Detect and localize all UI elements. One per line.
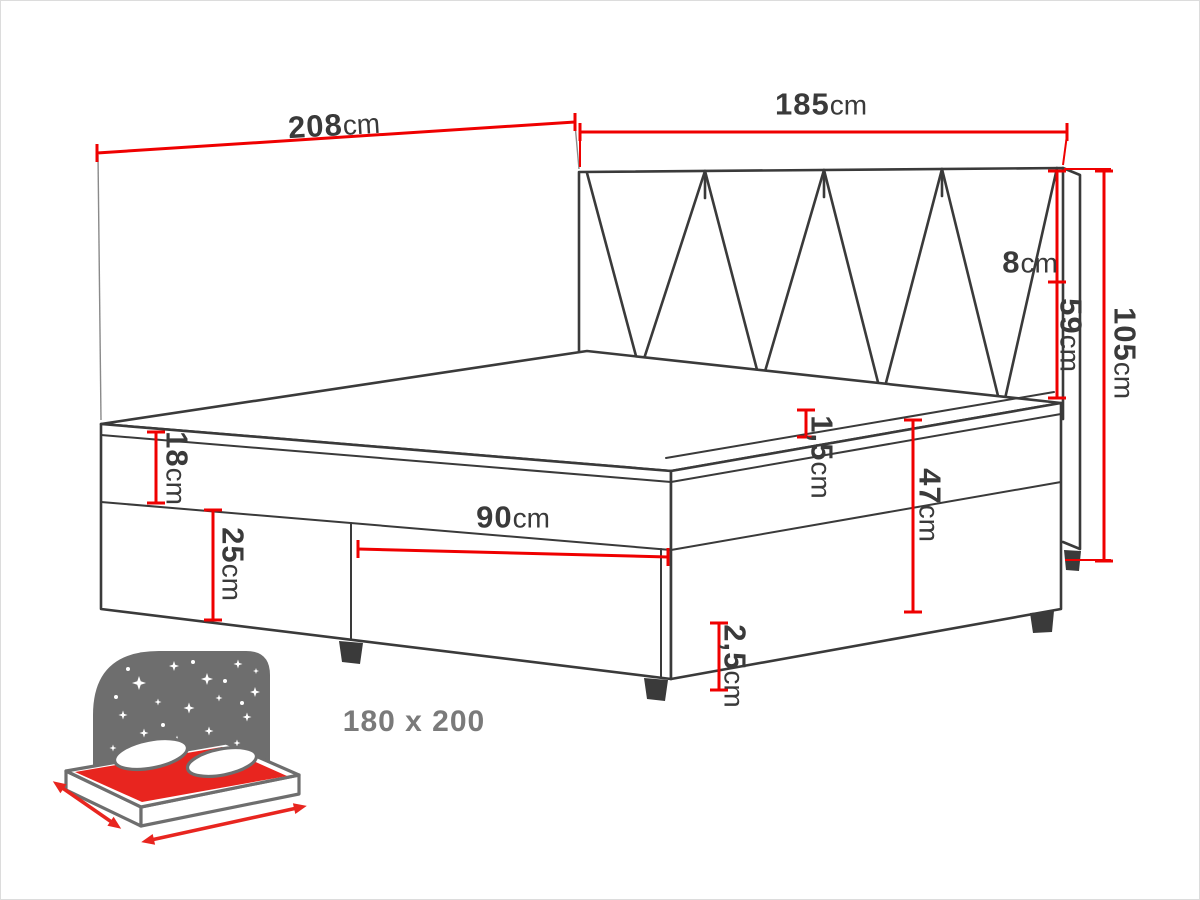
dim-line-total-height <box>1064 168 1113 563</box>
dim-line-drawer <box>356 540 670 566</box>
topper-seam <box>665 391 1055 459</box>
dim-label-headboard: 59cm <box>1053 298 1089 372</box>
dim-line-length <box>95 113 577 162</box>
dim-label-base-front: 25cm <box>215 527 251 601</box>
icon-dimension-arrows <box>52 781 307 845</box>
dim-label-headboard-top: 8cm <box>1002 244 1058 280</box>
dim-label-length: 208cm <box>286 107 381 146</box>
side-face <box>669 401 1063 681</box>
headboard-side-edge <box>1061 166 1082 551</box>
dim-label-mattress: 18cm <box>159 431 195 505</box>
bed-size-icon <box>52 651 307 845</box>
dim-label-total-height: 105cm <box>1107 306 1143 400</box>
dim-label-side-height: 47cm <box>912 468 948 542</box>
dim-label-width: 185cm <box>774 86 868 122</box>
dim-line-feet <box>710 621 728 692</box>
dim-line-width <box>578 123 1069 167</box>
icon-bed <box>64 736 301 828</box>
dim-line-mattress <box>147 430 165 505</box>
dim-label-drawer: 90cm <box>476 499 550 535</box>
dim-label-feet: 2,5cm <box>717 624 753 708</box>
extension-lines <box>97 123 580 421</box>
dim-line-headboard <box>1048 282 1066 400</box>
dim-line-base-front <box>204 508 222 622</box>
dimension-lines <box>95 113 1113 692</box>
headboard-zigzag-pattern <box>585 166 1059 414</box>
size-label: 180 x 200 <box>342 705 486 738</box>
headboard <box>577 166 1082 551</box>
dim-label-topper: 1,5cm <box>804 415 840 499</box>
dim-line-side-height <box>904 418 922 614</box>
dim-line-topper <box>797 408 815 439</box>
bed-base <box>99 401 1063 681</box>
